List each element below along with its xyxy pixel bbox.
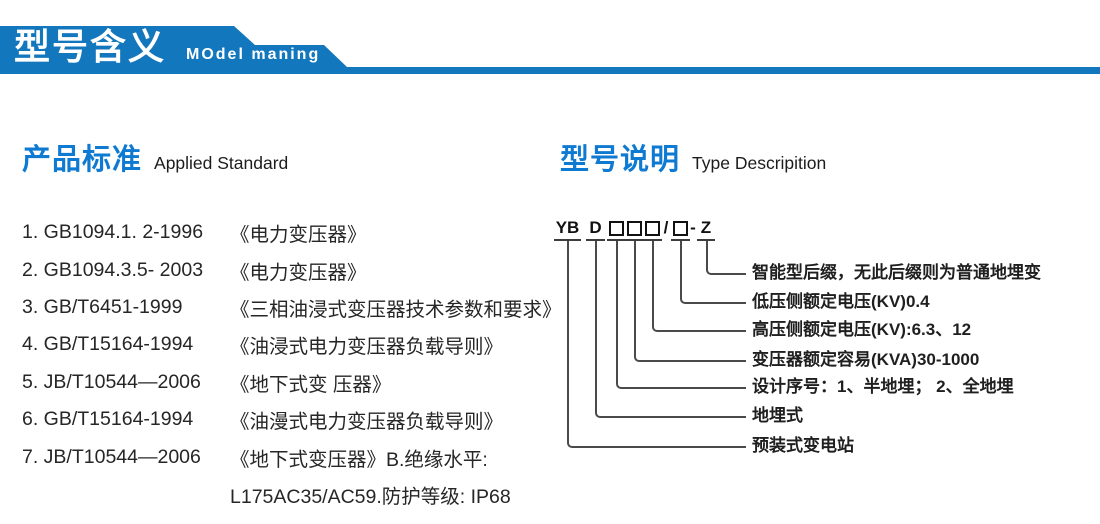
ladder-line-z	[706, 241, 746, 275]
model-label: 设计序号：1、半地埋； 2、全地埋	[752, 377, 1014, 396]
ladder-line-d	[595, 241, 746, 418]
box-icon	[627, 221, 642, 236]
standard-item: 4. GB/T15164-1994 《油浸式电力变压器负载导则》	[22, 326, 552, 363]
standard-item: 7. JB/T10544—2006 《地下式变压器》B.绝缘水平:	[22, 438, 552, 475]
standard-code: 2. GB1094.3.5- 2003	[22, 258, 204, 281]
standard-code: 1. GB1094.1. 2-1996	[22, 221, 204, 244]
standard-title: 《地下式变 压器》	[230, 373, 392, 396]
standard-item-continuation: L175AC35/AC59.防护等级: IP68	[230, 485, 511, 508]
standard-item: 5. JB/T10544—2006 《地下式变 压器》	[22, 364, 552, 401]
model-heading-cn: 型号说明	[560, 144, 681, 176]
model-label: 低压侧额定电压(KV)0.4	[752, 292, 930, 311]
box-icon	[673, 221, 688, 236]
page-header-banner: 型号含义 MOdel maning	[0, 26, 1100, 74]
standards-heading: 产品标准 Applied Standard	[22, 136, 288, 178]
standard-title: 《油浸式电力变压器负载导则》	[230, 336, 504, 359]
model-code-d: D	[586, 219, 605, 241]
standard-title: 《三相油浸式变压器技术参数和要求》	[230, 298, 562, 321]
page-title: 型号含义	[14, 26, 167, 67]
model-code-z-text: Z	[700, 218, 712, 237]
model-label: 预装式变电站	[752, 436, 854, 455]
standard-item: 6. GB/T15164-1994 《油漫式电力变压器负载导则》	[22, 401, 552, 438]
standard-item: 1. GB1094.1. 2-1996 《电力变压器》	[22, 214, 552, 251]
standards-heading-cn: 产品标准	[22, 144, 143, 176]
model-code-yb-text: YB	[555, 218, 580, 237]
model-label: 变压器额定容易(KVA)30-1000	[752, 350, 980, 369]
model-code-box-2	[625, 219, 644, 241]
model-code-d-text: D	[589, 218, 602, 237]
standard-title: 《电力变压器》	[230, 261, 367, 284]
standard-code: 4. GB/T15164-1994	[22, 333, 194, 356]
standard-title: 《地下式变压器》B.绝缘水平:	[230, 448, 488, 471]
standard-title: 《电力变压器》	[230, 224, 367, 247]
standard-code: 6. GB/T15164-1994	[22, 408, 194, 431]
ladder-line-box3	[652, 241, 746, 332]
ladder-line-box2	[634, 241, 746, 362]
model-heading-en: Type Descripition	[692, 153, 827, 173]
ladder-line-box1	[616, 241, 746, 389]
box-icon	[609, 221, 624, 236]
model-label: 地埋式	[752, 406, 803, 425]
standard-title: 《油漫式电力变压器负载导则》	[230, 411, 504, 434]
standard-code: 3. GB/T6451-1999	[22, 295, 183, 318]
model-code-box-4	[671, 219, 690, 241]
standards-list: 1. GB1094.1. 2-1996 《电力变压器》 2. GB1094.3.…	[22, 214, 562, 513]
box-icon	[645, 221, 660, 236]
model-code-z: Z	[697, 219, 715, 241]
standards-heading-en: Applied Standard	[154, 153, 289, 173]
standard-code: 5. JB/T10544—2006	[22, 370, 201, 393]
ladder-line-box4	[680, 241, 746, 304]
model-code-dash: -	[690, 218, 696, 237]
standard-item: 2. GB1094.3.5- 2003 《电力变压器》	[22, 251, 552, 288]
model-label: 智能型后缀，无此后缀则为普通地埋变	[752, 263, 1041, 282]
page-subtitle: MOdel maning	[186, 46, 321, 63]
model-code-box-1	[607, 219, 626, 241]
ladder-line-yb	[567, 241, 746, 448]
model-label: 高压侧额定电压(KV):6.3、12	[752, 320, 972, 339]
standard-code: 7. JB/T10544—2006	[22, 445, 201, 468]
model-heading: 型号说明 Type Descripition	[560, 136, 826, 178]
standard-item: 3. GB/T6451-1999 《三相油浸式变压器技术参数和要求》	[22, 289, 562, 326]
model-code-slash: /	[663, 218, 669, 237]
model-code-box-3	[643, 219, 662, 241]
model-code-yb: YB	[554, 219, 581, 241]
